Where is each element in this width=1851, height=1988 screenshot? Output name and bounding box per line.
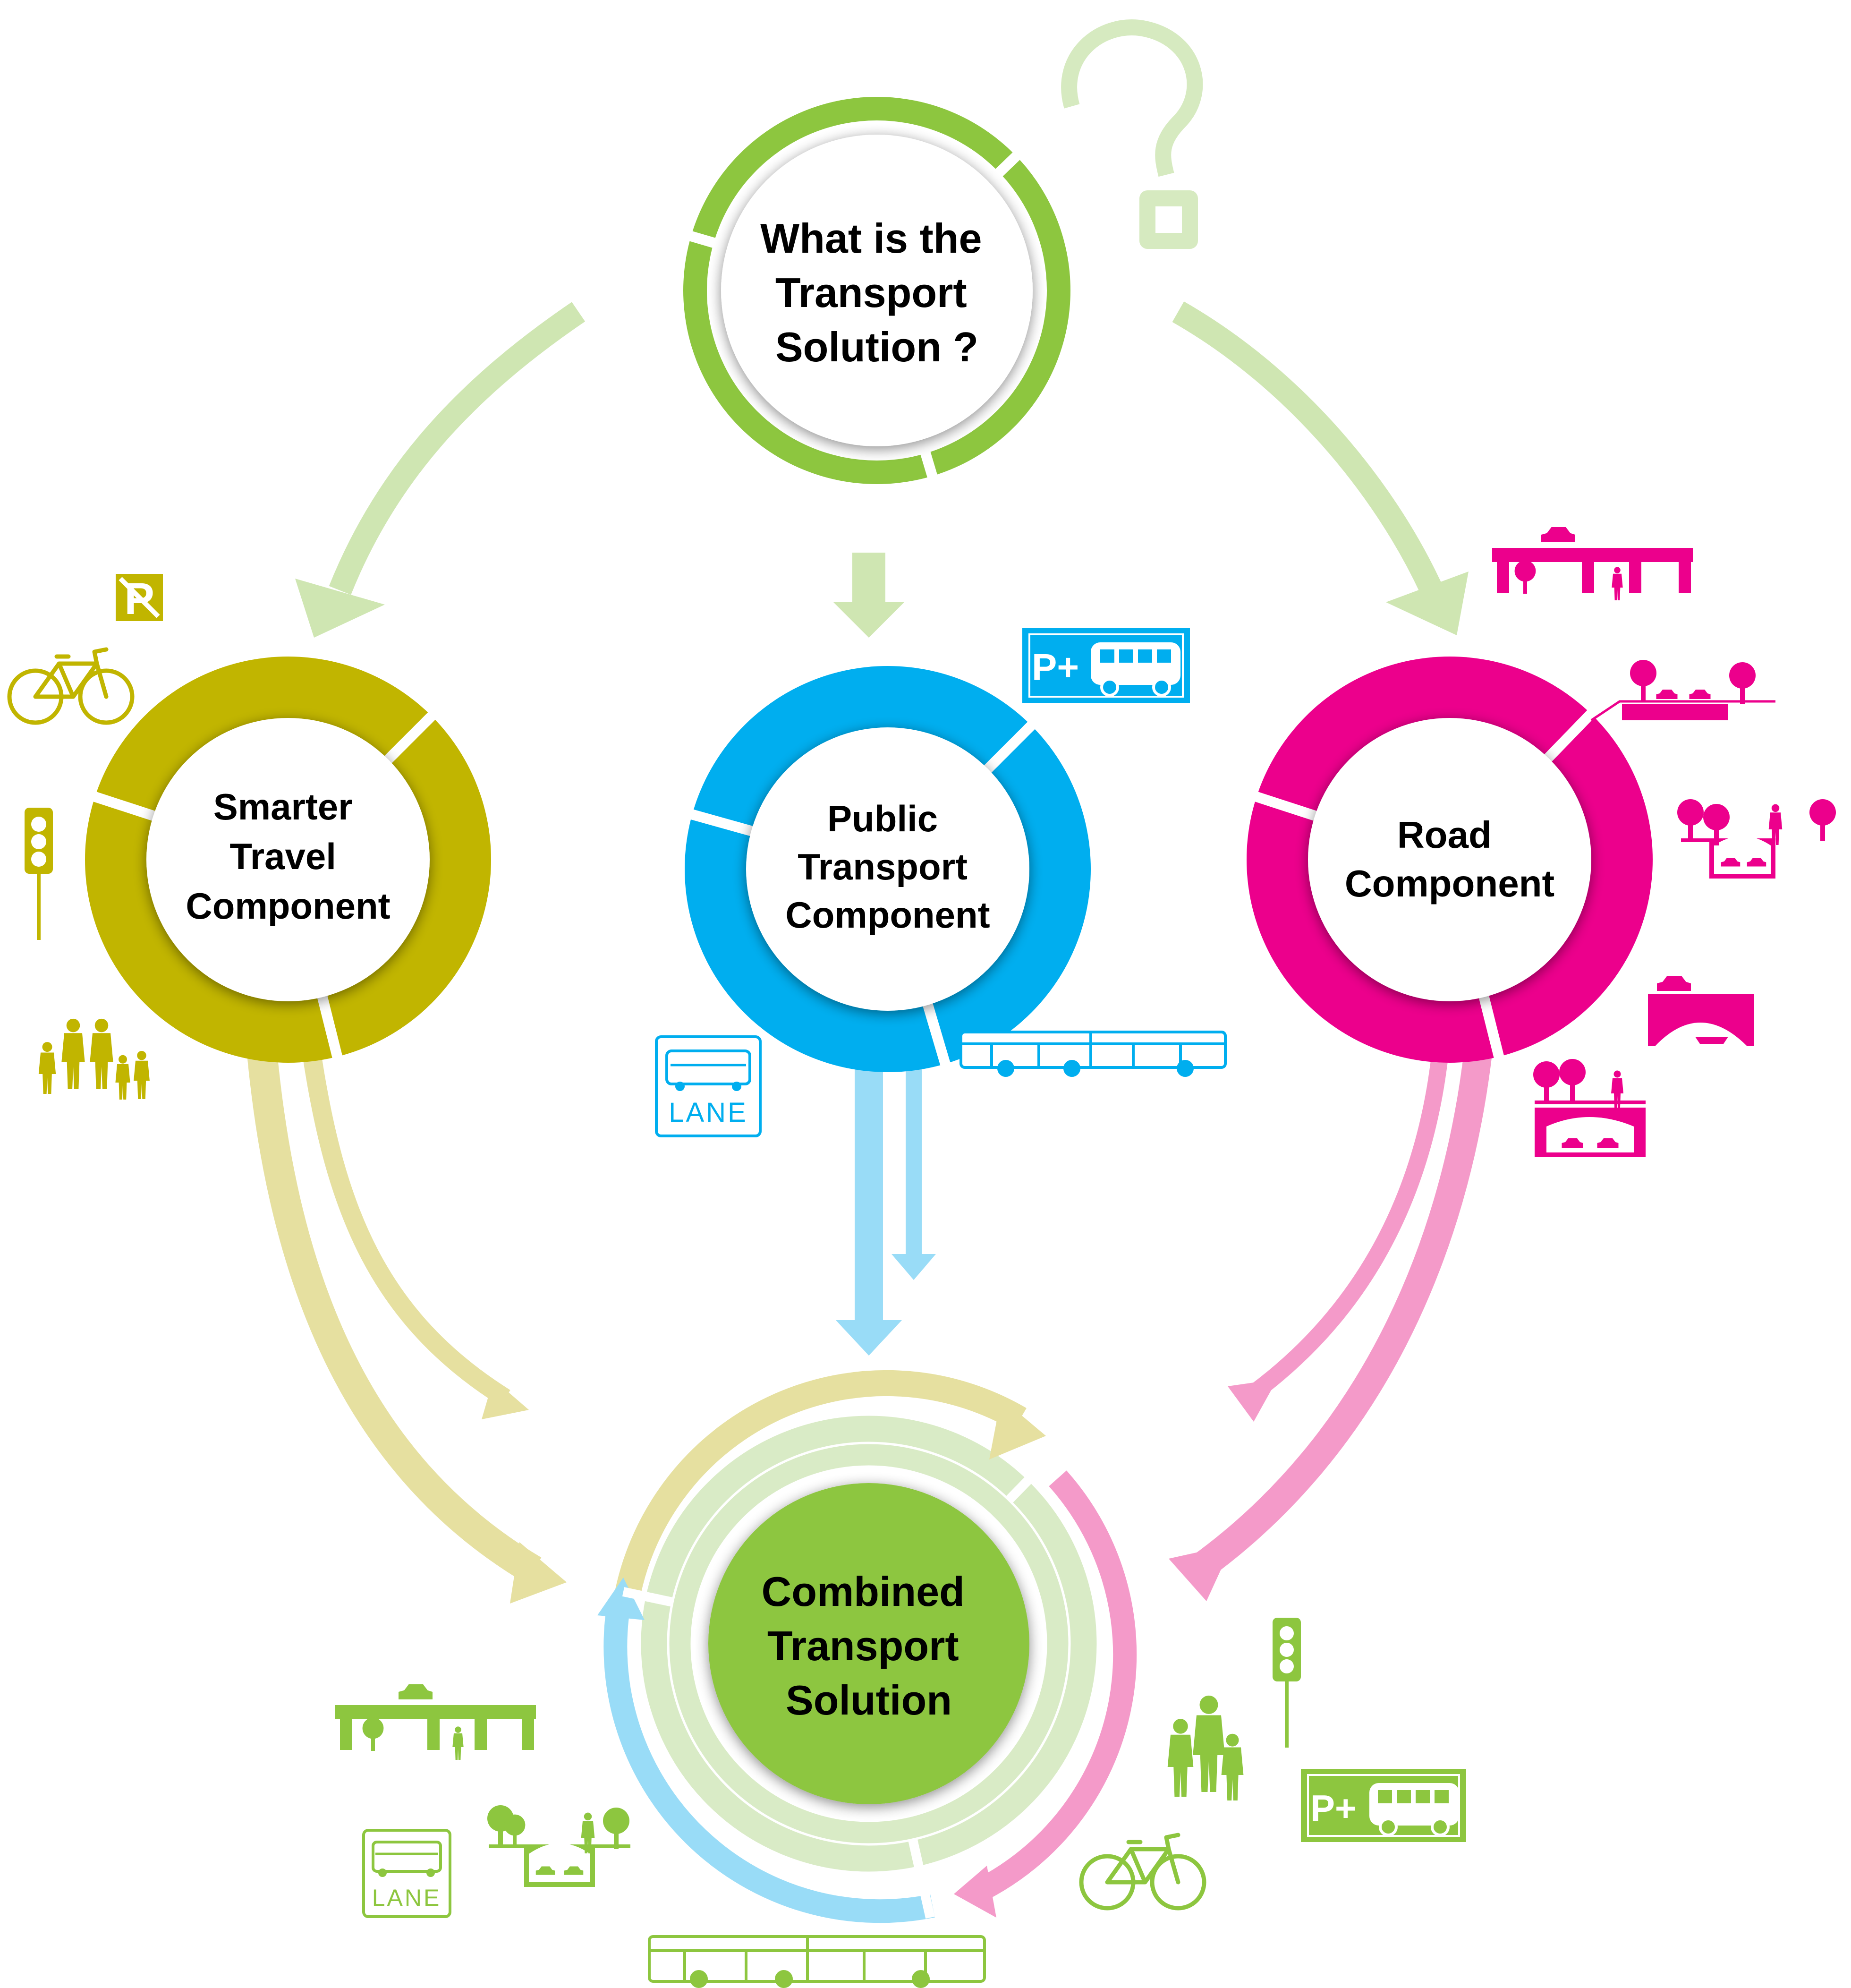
node-top-line-3: Solution ? <box>775 324 978 370</box>
arrow-public-to-combined <box>836 1058 936 1356</box>
node-public-line-1: Public <box>827 798 938 839</box>
bus-lane-icon: LANE <box>362 1829 451 1918</box>
arrow-top-to-public <box>833 553 904 638</box>
smarter-icons: P <box>9 574 163 1100</box>
svg-text:P+: P+ <box>1032 646 1079 688</box>
svg-text:Smarter Travel Com: Smarter Travel Component <box>186 786 390 927</box>
tunnel-icon <box>1533 1059 1646 1157</box>
node-road-line-1: Road <box>1397 814 1492 856</box>
node-smarter-line-1: Smarter <box>213 786 353 828</box>
node-public-line-2: Transport <box>798 846 968 887</box>
svg-text:What is the Transport: What is the Transport Solution ? <box>760 215 993 370</box>
surface-road-icon <box>1590 660 1775 722</box>
park-and-ride-icon: P+ <box>1022 628 1190 703</box>
traffic-light-icon <box>1273 1618 1301 1748</box>
arrow-top-to-road <box>1172 301 1469 635</box>
node-public-line-3: Component <box>785 894 990 936</box>
road-icons <box>1492 527 1836 1157</box>
combined-icons: LANE <box>335 1618 1466 1988</box>
traffic-light-icon <box>25 808 53 940</box>
bus-lane-icon: LANE <box>655 1035 762 1137</box>
articulated-bus-icon <box>959 1031 1227 1077</box>
node-top: What is the Transport Solution ? <box>657 97 1070 503</box>
family-icon <box>1167 1695 1244 1800</box>
node-smarter-line-2: Travel <box>229 836 336 877</box>
question-mark-icon <box>1061 19 1203 249</box>
flyover-icon <box>1492 527 1693 600</box>
bridge-icon <box>1648 976 1754 1046</box>
park-and-ride-icon: P+ <box>1301 1769 1466 1842</box>
node-combined-line-1: Combined <box>762 1568 965 1615</box>
underpass-icon <box>487 1805 630 1887</box>
public-icons: P+ LANE <box>655 628 1227 1137</box>
flyover-icon <box>335 1684 536 1760</box>
svg-text:Public Transport C: Public Transport Component <box>785 798 990 936</box>
no-parking-icon: P <box>116 574 163 624</box>
node-top-line-2: Transport <box>775 269 967 316</box>
svg-text:P+: P+ <box>1310 1787 1357 1829</box>
svg-text:LANE: LANE <box>669 1097 748 1128</box>
node-road: Road Component <box>1245 657 1653 1069</box>
arrow-road-to-combined <box>1169 1051 1492 1601</box>
node-top-line-1: What is the <box>760 215 982 262</box>
node-combined-line-3: Solution <box>786 1677 952 1724</box>
arrow-smarter-to-combined <box>247 1051 567 1604</box>
bicycle-icon <box>9 649 132 723</box>
node-smarter: Smarter Travel Component <box>83 657 491 1069</box>
svg-text:LANE: LANE <box>372 1885 442 1911</box>
underpass-icon <box>1677 799 1836 879</box>
arrow-top-to-smarter <box>295 302 586 638</box>
node-road-line-2: Component <box>1345 862 1554 904</box>
articulated-bus-icon <box>648 1935 986 1988</box>
node-public: Public Transport Component <box>683 666 1091 1079</box>
node-combined: Combined Transport Solution <box>597 1370 1137 1923</box>
svg-text:Road Component: Road Component <box>1345 814 1554 904</box>
node-combined-line-2: Transport <box>767 1622 959 1669</box>
family-icon <box>38 1018 150 1100</box>
bicycle-icon <box>1081 1835 1204 1908</box>
svg-text:Combined Transport: Combined Transport Solution <box>762 1568 976 1724</box>
node-smarter-line-3: Component <box>186 885 390 927</box>
